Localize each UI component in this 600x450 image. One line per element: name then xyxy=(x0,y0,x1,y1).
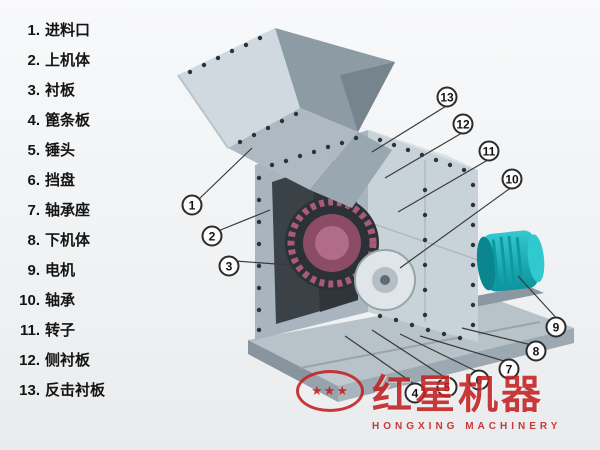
part-row: 10. 轴承 xyxy=(8,286,105,316)
part-row: 12. 侧衬板 xyxy=(8,346,105,376)
motor xyxy=(476,230,545,292)
part-row: 3. 衬板 xyxy=(8,76,105,106)
star-badge-icon: ★★★ xyxy=(296,370,364,412)
callout-11: 11 xyxy=(478,140,500,162)
callout-13: 13 xyxy=(436,86,458,108)
part-row: 13. 反击衬板 xyxy=(8,376,105,406)
part-label: 侧衬板 xyxy=(45,352,91,369)
part-label: 篦条板 xyxy=(45,112,91,129)
part-label: 电机 xyxy=(45,262,76,279)
part-label: 进料口 xyxy=(45,22,91,39)
star-icons: ★★★ xyxy=(311,383,349,398)
part-number: 13. xyxy=(19,382,40,399)
callout-9: 9 xyxy=(545,316,567,338)
part-row: 9. 电机 xyxy=(8,256,105,286)
part-number: 9. xyxy=(27,262,40,279)
part-number: 7. xyxy=(27,202,40,219)
brand-subtitle: HONGXING MACHINERY xyxy=(372,421,562,432)
bolt-dots xyxy=(187,35,476,341)
callout-2: 2 xyxy=(201,225,223,247)
parts-list: 1. 进料口 2. 上机体 3. 衬板 4. 篦条板 5. 锤头 6. 挡盘 7. 轴承座 8… xyxy=(8,16,105,406)
part-row: 8. 下机体 xyxy=(8,226,105,256)
leader-lines xyxy=(197,102,561,389)
part-number: 1. xyxy=(27,22,40,39)
part-number: 6. xyxy=(27,172,40,189)
feed-hopper xyxy=(177,28,395,208)
part-number: 8. xyxy=(27,232,40,249)
part-label: 衬板 xyxy=(45,82,76,99)
callout-8: 8 xyxy=(525,340,547,362)
part-label: 上机体 xyxy=(45,52,91,69)
part-number: 12. xyxy=(19,352,40,369)
part-label: 挡盘 xyxy=(45,172,76,189)
part-number: 5. xyxy=(27,142,40,159)
part-number: 11. xyxy=(19,322,40,339)
callout-6: 6 xyxy=(468,369,490,391)
part-row: 4. 篦条板 xyxy=(8,106,105,136)
part-row: 6. 挡盘 xyxy=(8,166,105,196)
part-number: 2. xyxy=(27,52,40,69)
brand-logo: ★★★ 红星机器 HONGXING MACHINERY xyxy=(296,362,592,432)
part-number: 3. xyxy=(27,82,40,99)
part-row: 7. 轴承座 xyxy=(8,196,105,226)
part-label: 轴承座 xyxy=(45,202,91,219)
part-row: 2. 上机体 xyxy=(8,46,105,76)
part-number: 10. xyxy=(19,292,40,309)
logo-row: ★★★ 红星机器 xyxy=(296,362,592,420)
callout-5: 5 xyxy=(436,376,458,398)
callout-12: 12 xyxy=(452,113,474,135)
part-row: 5. 锤头 xyxy=(8,136,105,166)
part-label: 轴承 xyxy=(45,292,76,309)
part-row: 1. 进料口 xyxy=(8,16,105,46)
callout-10: 10 xyxy=(501,168,523,190)
brand-name: 红星机器 xyxy=(372,373,544,417)
part-number: 4. xyxy=(27,112,40,129)
callout-3: 3 xyxy=(218,255,240,277)
part-label: 反击衬板 xyxy=(45,382,106,399)
callout-4: 4 xyxy=(404,382,426,404)
part-label: 锤头 xyxy=(45,142,76,159)
part-label: 转子 xyxy=(45,322,76,339)
callout-1: 1 xyxy=(181,194,203,216)
callout-7: 7 xyxy=(498,358,520,380)
part-row: 11. 转子 xyxy=(8,316,105,346)
part-label: 下机体 xyxy=(45,232,91,249)
